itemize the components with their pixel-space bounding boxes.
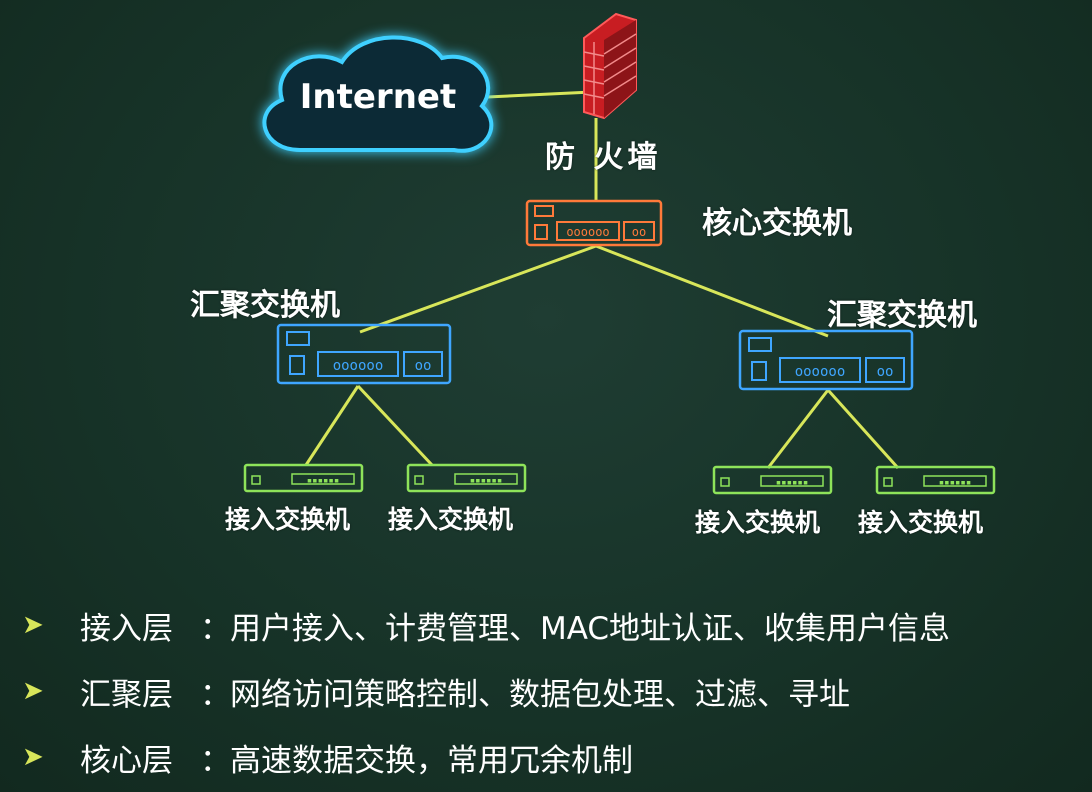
arrow-bullet-icon: ➤ [22, 742, 44, 772]
layer-term: 接入层 [80, 610, 173, 647]
layer-description: 用户接入、计费管理、MAC地址认证、收集用户信息 [230, 610, 951, 647]
access-switch-1-label: 接入交换机 [225, 505, 351, 534]
list-item-aggregation-layer: ➤ 汇聚层 ： 网络访问策略控制、数据包处理、过滤、寻址 [22, 658, 1092, 724]
link-core-aggregation-right [595, 244, 829, 338]
layer-term: 核心层 [80, 742, 173, 779]
access-switch-2-label: 接入交换机 [388, 505, 514, 534]
svg-text:▪▪▪▪▪▪: ▪▪▪▪▪▪ [307, 476, 340, 486]
aggregation-switch-right-label: 汇聚交换机 [827, 298, 977, 333]
list-item-access-layer: ➤ 接入层 ： 用户接入、计费管理、MAC地址认证、收集用户信息 [22, 592, 1092, 658]
internet-cloud-icon: Internet [262, 35, 494, 153]
svg-text:▪▪▪▪▪▪: ▪▪▪▪▪▪ [939, 478, 972, 488]
access-switch-4-icon: ▪▪▪▪▪▪ [875, 465, 996, 495]
link-aggregation-left-access-1 [304, 385, 360, 466]
aggregation-switch-left-label: 汇聚交换机 [190, 288, 340, 323]
core-switch-icon: oooooo oo [525, 199, 663, 247]
svg-text:oo: oo [877, 364, 894, 380]
link-aggregation-right-access-4 [826, 388, 900, 470]
access-switch-2-icon: ▪▪▪▪▪▪ [406, 463, 527, 493]
svg-text:▪▪▪▪▪▪: ▪▪▪▪▪▪ [470, 476, 503, 486]
svg-text:oooooo: oooooo [333, 358, 384, 374]
svg-text:oooooo: oooooo [566, 225, 609, 239]
layer-description: 高速数据交换，常用冗余机制 [230, 742, 633, 779]
link-internet-firewall [486, 90, 593, 99]
arrow-bullet-icon: ➤ [22, 610, 44, 640]
aggregation-switch-left-icon: oooooo oo [276, 323, 452, 385]
link-core-aggregation-left [359, 244, 597, 334]
svg-text:oo: oo [415, 358, 432, 374]
svg-text:oo: oo [632, 225, 646, 239]
svg-text:▪▪▪▪▪▪: ▪▪▪▪▪▪ [776, 478, 809, 488]
layer-description: 网络访问策略控制、数据包处理、过滤、寻址 [230, 676, 850, 713]
aggregation-switch-right-icon: oooooo oo [738, 329, 914, 391]
core-switch-label: 核心交换机 [702, 206, 852, 241]
layer-colon: ： [200, 676, 231, 713]
list-item-core-layer: ➤ 核心层 ： 高速数据交换，常用冗余机制 [22, 724, 1092, 790]
link-aggregation-left-access-2 [356, 384, 434, 467]
layer-colon: ： [200, 742, 231, 779]
arrow-bullet-icon: ➤ [22, 676, 44, 706]
access-switch-4-label: 接入交换机 [858, 508, 984, 537]
internet-label: Internet [300, 77, 456, 117]
layer-description-list: ➤ 接入层 ： 用户接入、计费管理、MAC地址认证、收集用户信息 ➤ 汇聚层 ：… [22, 592, 1092, 790]
layer-colon: ： [200, 610, 231, 647]
access-switch-1-icon: ▪▪▪▪▪▪ [243, 463, 364, 493]
access-switch-3-label: 接入交换机 [695, 508, 821, 537]
firewall-label: 防 火墙 [545, 140, 662, 175]
links [304, 90, 900, 470]
link-aggregation-right-access-3 [766, 389, 830, 469]
layer-term: 汇聚层 [80, 676, 173, 713]
firewall-icon [583, 12, 637, 120]
access-switch-3-icon: ▪▪▪▪▪▪ [712, 465, 833, 495]
svg-text:oooooo: oooooo [795, 364, 846, 380]
